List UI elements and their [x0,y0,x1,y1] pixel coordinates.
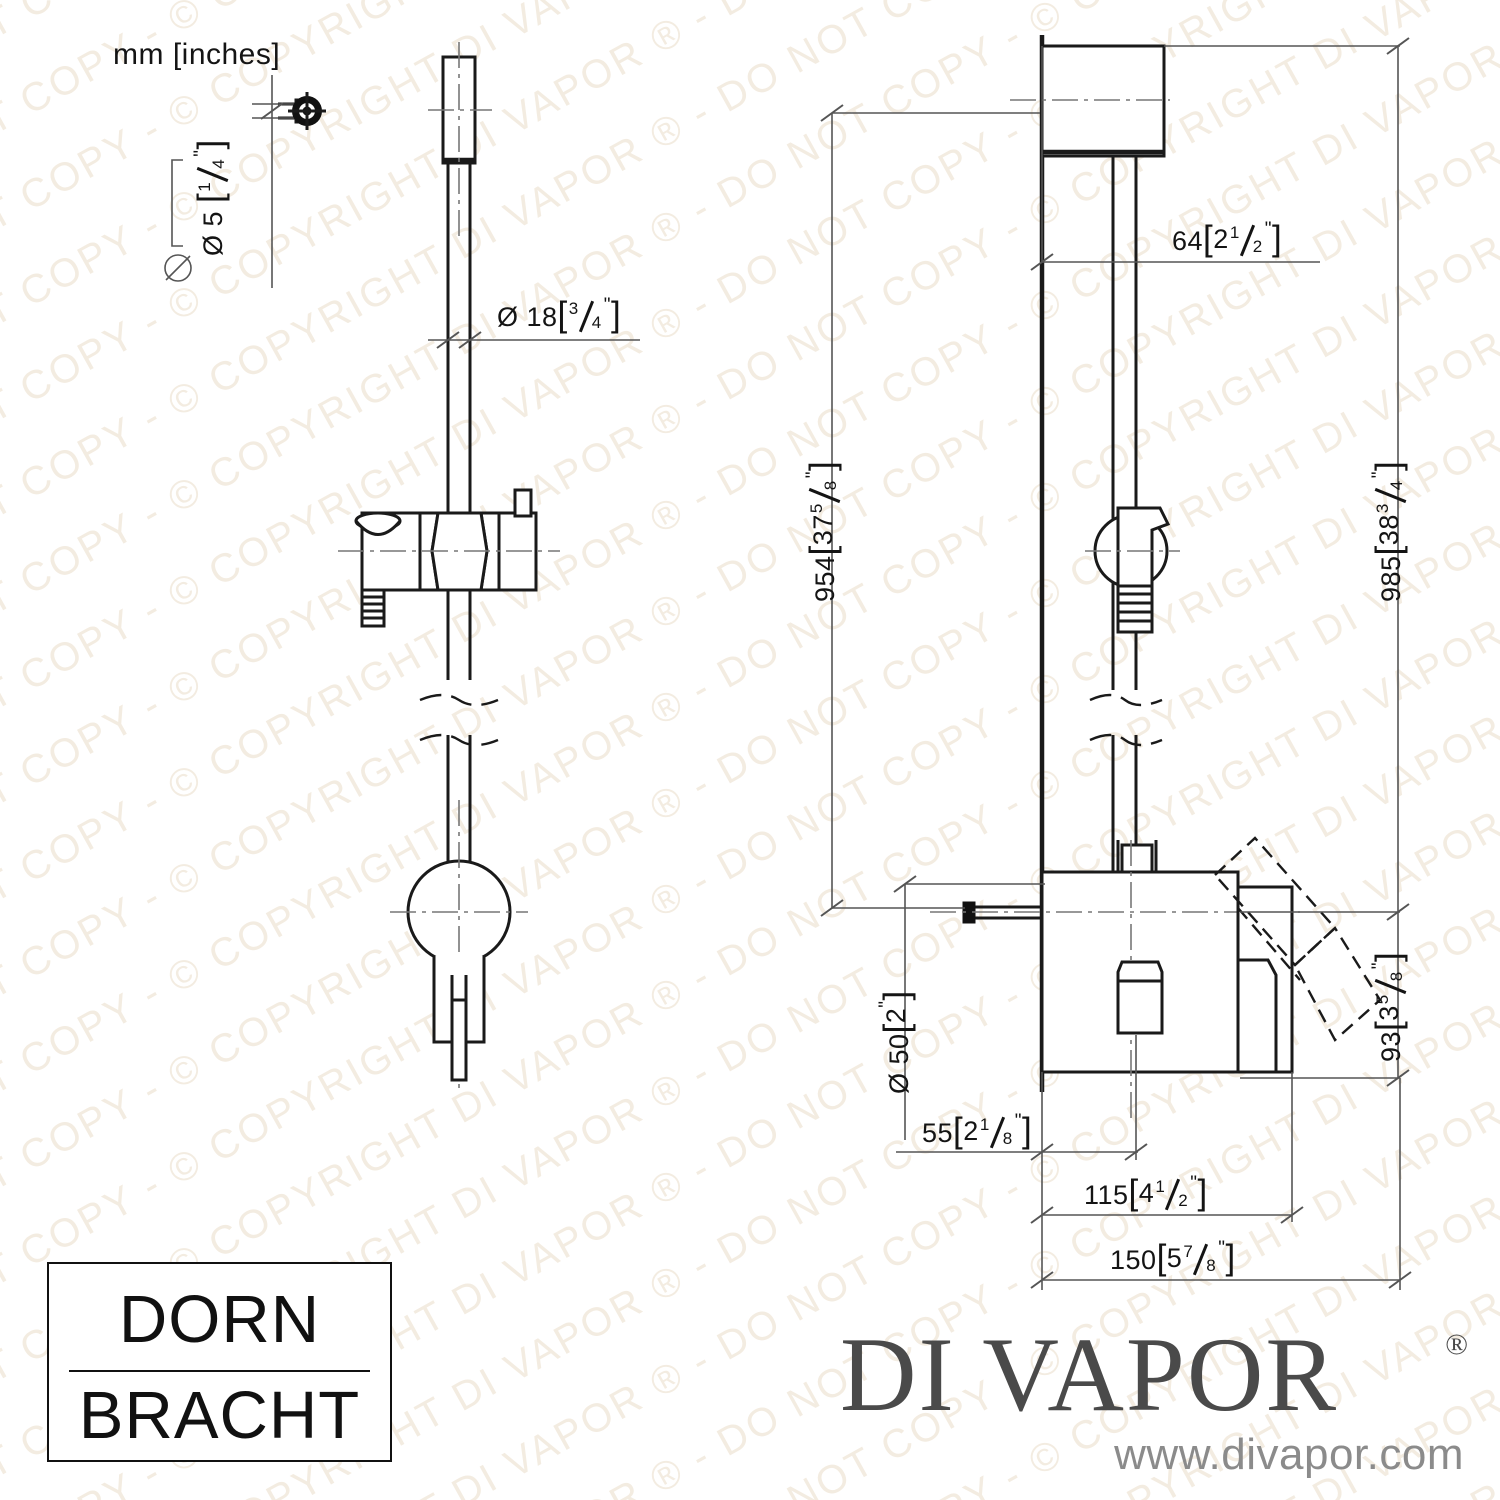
dornbracht-line2: BRACHT [78,1378,361,1453]
dim-bracket-offset-text: 64 [1172,226,1204,257]
dim-valve-diameter-text: Ø 50 [884,1033,914,1094]
divapor-url[interactable]: www.divapor.com [1114,1430,1464,1479]
break-line-right [1089,693,1163,747]
dim-depth-55-text: 55 [922,1118,954,1149]
break-line-left [419,693,499,747]
valve-body-front [390,800,528,1090]
dim-valve-height-text: 93 [1376,1030,1407,1062]
unit-note: mm [inches] [113,38,281,71]
dim-valve-diameter: Ø 50[2"] [876,990,916,1094]
dornbracht-line1: DORN [118,1282,321,1357]
dornbracht-logo: DORN BRACHT [47,1262,392,1462]
dim-depth-150-text: 150 [1110,1245,1157,1276]
fixing-screw-detail [164,75,326,288]
divapor-logo[interactable]: DI VAPOR ® www.divapor.com [840,1322,1470,1482]
dornbracht-divider [69,1370,370,1372]
right-side-view [930,35,1400,1120]
dim-hole-text: Ø 5 [198,202,229,256]
valve-body-side [930,836,1382,1120]
left-elevation-view [338,42,640,1090]
dim-rail-text: Ø 18 [497,302,558,333]
dim-depth-115-text: 115 [1084,1180,1129,1211]
divapor-name: DI VAPOR [840,1316,1339,1433]
dim-total-height-text: 985 [1376,555,1407,602]
registered-trademark-icon: ® [1445,1328,1468,1361]
dimension-lines [820,37,1412,1290]
handshower-holder-side [1085,506,1180,634]
handshower-holder-front [338,488,560,628]
dim-rail-length-text: 954 [810,555,841,602]
